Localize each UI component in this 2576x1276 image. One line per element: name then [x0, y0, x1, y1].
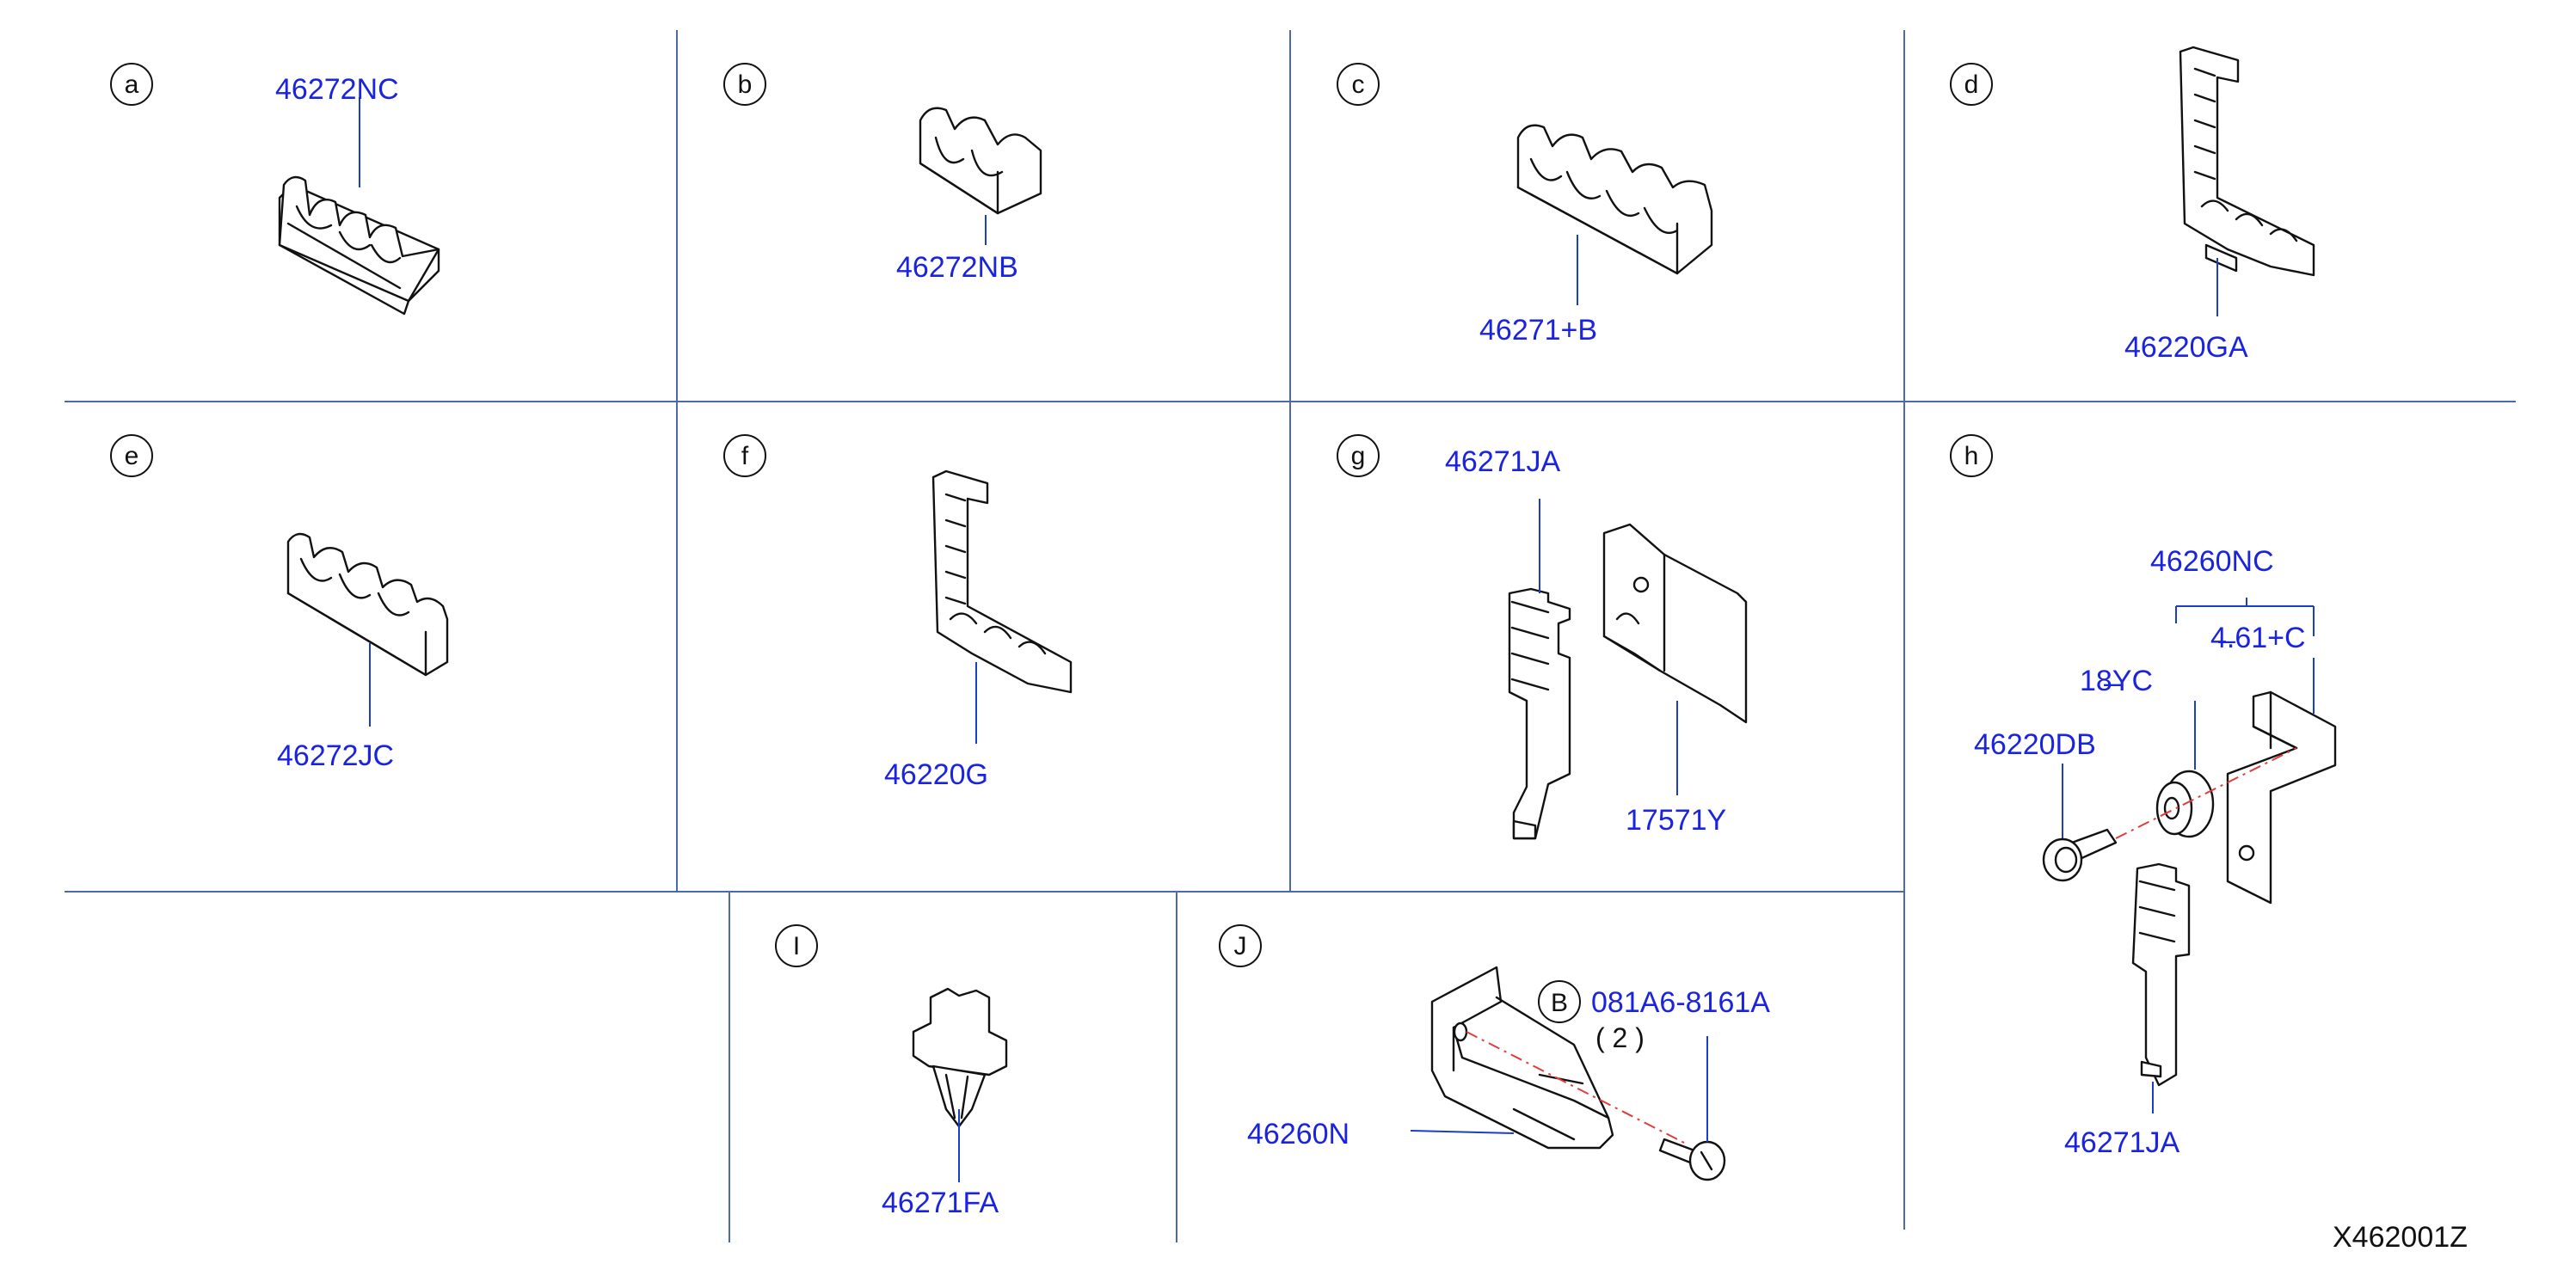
bracket-part-h [2226, 690, 2337, 905]
part-number-b: 46272NB [896, 251, 1018, 284]
svg-text:J: J [1234, 932, 1247, 960]
svg-text:f: f [741, 442, 749, 470]
svg-text:c: c [1352, 71, 1365, 99]
diagram-code: X462001Z [2333, 1221, 2468, 1254]
section-badge-g: g [1337, 434, 1380, 477]
svg-text:B: B [1551, 989, 1568, 1017]
grid-lines [65, 30, 2516, 1242]
clip-part-f [931, 469, 1073, 694]
part-number-i: 46271FA [882, 1187, 999, 1219]
section-badge-a: a [110, 63, 153, 106]
part-number-h4: 46220DB [1974, 728, 2096, 761]
part-number-g2: 17571Y [1626, 804, 1726, 837]
clip-part-g [1508, 587, 1571, 840]
svg-text:a: a [125, 71, 139, 99]
section-badge-h: h [1950, 434, 1993, 477]
part-number-j1: 081A6-8161A [1591, 986, 1770, 1019]
bracket-part-j [1430, 966, 1614, 1150]
clip-part-d [2179, 46, 2315, 277]
bolt-marker-badge: B [1538, 980, 1581, 1023]
center-line-j [1466, 1031, 1687, 1144]
section-badge-f: f [723, 434, 766, 477]
section-badge-d: d [1950, 63, 1993, 106]
svg-text:g: g [1351, 442, 1366, 470]
part-number-e: 46272JC [277, 739, 394, 772]
center-line-h [2115, 747, 2297, 839]
svg-text:d: d [1964, 71, 1979, 99]
section-badge-i: I [775, 924, 818, 967]
section-badge-e: e [110, 434, 153, 477]
svg-text:b: b [738, 71, 753, 99]
leader-h1 [2175, 598, 2315, 636]
part-number-a: 46272NC [275, 73, 399, 106]
svg-text:h: h [1964, 442, 1979, 470]
leader-j2 [1410, 1130, 1515, 1134]
part-number-f: 46220G [884, 758, 988, 791]
part-number-c: 46271+B [1479, 314, 1597, 347]
bracket-part-g [1602, 523, 1748, 724]
section-badge-j: J [1219, 924, 1262, 967]
section-badge-c: c [1337, 63, 1380, 106]
section-badge-b: b [723, 63, 766, 106]
clip-part-a [278, 175, 440, 316]
part-number-d: 46220GA [2124, 331, 2248, 364]
svg-text:I: I [793, 932, 800, 960]
part-number-h5: 46271JA [2064, 1126, 2180, 1159]
svg-text:e: e [125, 442, 139, 470]
clip-part-b [919, 107, 1042, 215]
part-number-h2: 4̶̶.61+C [2210, 622, 2306, 654]
part-number-h1: 46260NC [2150, 545, 2274, 578]
grommet-part-h [2155, 770, 2215, 838]
bolt-part-h [2042, 828, 2118, 882]
bolt-part-j [1658, 1138, 1726, 1181]
part-number-g1: 46271JA [1445, 445, 1561, 478]
clip-part-e [286, 532, 449, 677]
bolt-quantity: ( 2 ) [1595, 1022, 1645, 1053]
part-number-j2: 46260N [1247, 1118, 1349, 1150]
clip-part-h [2131, 862, 2191, 1087]
clip-part-c [1516, 124, 1713, 275]
part-number-h3: 18̶̶̶̶YC [2080, 665, 2153, 697]
clip-part-i [912, 987, 1008, 1128]
